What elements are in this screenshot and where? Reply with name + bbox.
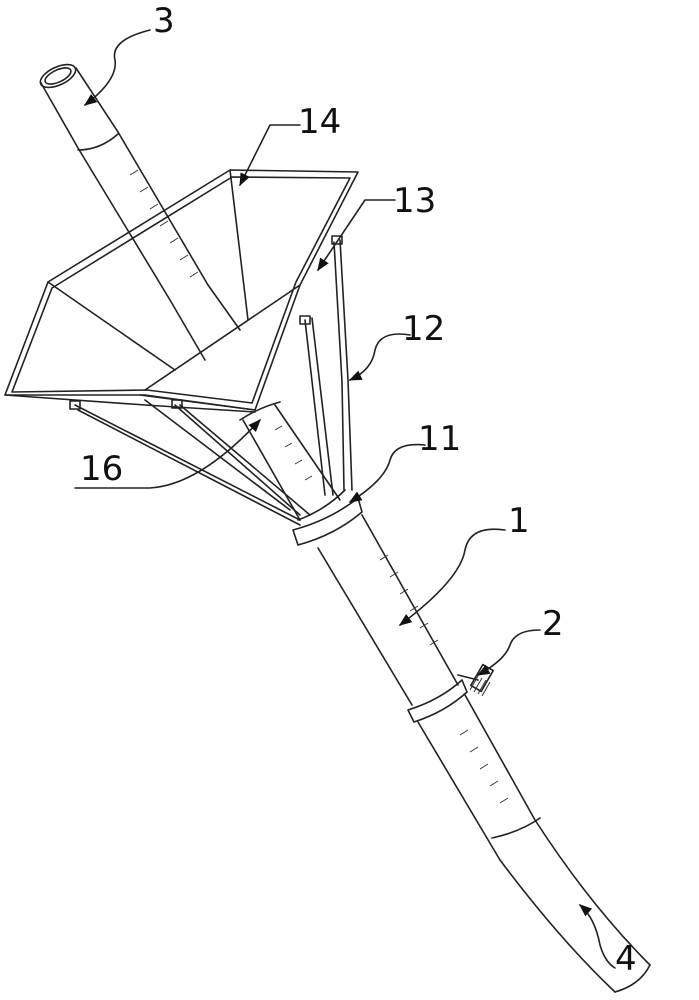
- middle-tube: [239, 401, 363, 546]
- upper-tube: [39, 63, 241, 361]
- funnel: [4, 169, 359, 413]
- label-13: 13: [393, 181, 436, 221]
- label-3: 3: [153, 1, 175, 41]
- lower-tube: [317, 514, 468, 723]
- label-14: 14: [298, 102, 341, 142]
- struts: [69, 235, 353, 526]
- leader-lines: [74, 29, 616, 969]
- label-12: 12: [402, 309, 445, 349]
- label-2: 2: [542, 604, 564, 644]
- label-11: 11: [418, 419, 461, 459]
- label-16: 16: [80, 449, 123, 489]
- label-1: 1: [508, 501, 530, 541]
- bottom-tube: [417, 694, 651, 993]
- label-4: 4: [615, 939, 637, 979]
